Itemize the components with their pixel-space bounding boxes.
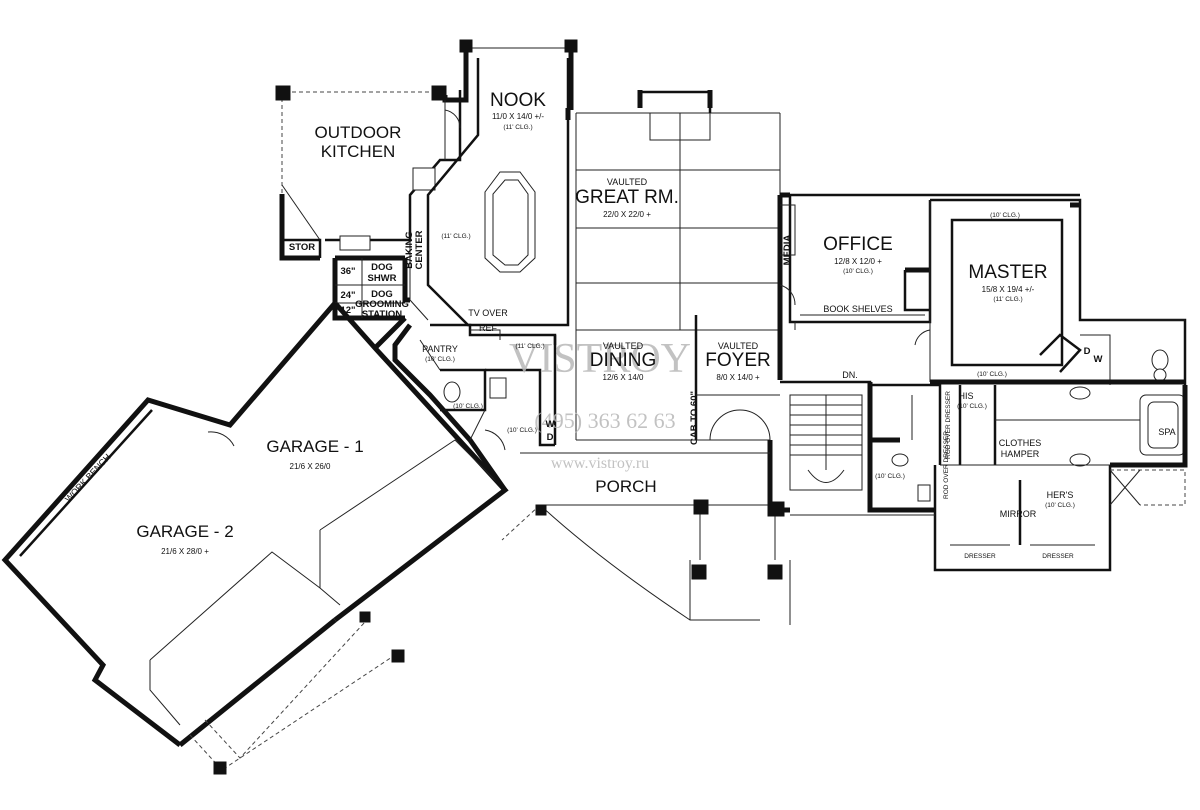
- nook-post: [459, 39, 473, 53]
- pantry-ceiling: (10' CLG.): [425, 356, 455, 363]
- foyer-label: FOYER: [705, 350, 770, 371]
- nook-dims: 11/0 X 14/0 +/-: [492, 112, 544, 121]
- dining-vaulted: VAULTED: [603, 341, 644, 351]
- book-shelves-label: BOOK SHELVES: [823, 304, 892, 314]
- pantry-label: PANTRY: [422, 344, 458, 354]
- his-label: HIS: [958, 391, 973, 401]
- hall-washer: W: [546, 419, 555, 430]
- kitchen-ceiling: (11' CLG.): [441, 233, 470, 240]
- service-walls: [373, 316, 557, 492]
- garage-1-label: GARAGE - 1: [266, 437, 363, 456]
- office-label: OFFICE: [823, 234, 893, 255]
- garage-2-dims: 21/6 X 28/0 +: [161, 547, 209, 556]
- master-ceiling-top: (10' CLG.): [990, 212, 1020, 219]
- office-walls: [779, 192, 1080, 330]
- nook-label: NOOK: [490, 90, 546, 111]
- stor-label: STOR: [289, 242, 315, 253]
- dog-grooming-size: 24": [340, 290, 355, 301]
- baking-center-label: BAKING: [404, 231, 415, 268]
- garage-post: [391, 649, 405, 663]
- porch-column: [767, 564, 783, 580]
- wc-ceiling: (10' CLG.): [875, 473, 905, 480]
- dining-dims: 12/6 X 14/0: [603, 373, 644, 382]
- hers-ceiling: (10' CLG.): [1045, 502, 1075, 509]
- dining-label: DINING: [590, 350, 657, 371]
- his-ceiling: (10' CLG.): [957, 403, 987, 410]
- dog-grooming-label-3: STATION: [362, 309, 402, 320]
- garage-post: [213, 761, 227, 775]
- dog-shower-label: DOG: [371, 262, 393, 273]
- work-bench-label: WORK BENCH: [63, 452, 113, 504]
- porch-post: [535, 504, 547, 516]
- baking-center-label-2: CENTER: [414, 230, 425, 269]
- dog-grooming-size-2: 12": [340, 305, 355, 316]
- nook-ceiling: (11' CLG.): [503, 124, 532, 131]
- laundry-ceiling: (11' CLG.): [515, 343, 544, 350]
- ref-label: REF: [479, 323, 498, 333]
- rod-over-dresser-bottom: ROD OVER DRESSER: [943, 431, 950, 499]
- dog-grooming-label: DOG: [371, 289, 393, 300]
- master-walls: [914, 198, 1187, 385]
- bath-washer: W: [1094, 354, 1103, 365]
- outdoor-kitchen-label: OUTDOOR: [315, 123, 402, 142]
- dresser-label-2: DRESSER: [1042, 553, 1074, 560]
- hers-label: HER'S: [1047, 490, 1074, 500]
- media-label: MEDIA: [782, 235, 793, 266]
- tv-over-label: TV OVER: [468, 308, 508, 318]
- clothes-hamper-label: CLOTHES: [999, 438, 1042, 448]
- mirror-label: MIRROR: [1000, 509, 1037, 519]
- nook-post: [564, 39, 578, 53]
- outdoor-kitchen-walls: [279, 90, 462, 261]
- rod-over-dresser-top: ROD OVER DRESSER: [945, 391, 952, 459]
- garage-post: [359, 611, 371, 623]
- porch-label: PORCH: [595, 477, 656, 496]
- porch-column: [693, 499, 709, 515]
- watermark-logo: VISTROY: [509, 336, 691, 382]
- living-walls: [553, 90, 783, 445]
- clothes-hamper-label-2: HAMPER: [1001, 449, 1040, 459]
- garage-1-dims: 21/6 X 26/0: [290, 462, 331, 471]
- cab-label: CAB TO 60": [689, 391, 700, 445]
- dog-area-walls: [332, 258, 405, 321]
- stairs-down-label: DN.: [842, 370, 858, 380]
- staircase: [767, 330, 872, 513]
- dresser-label-1: DRESSER: [964, 553, 996, 560]
- porch: [501, 452, 935, 625]
- kitchen-walls: [402, 47, 574, 327]
- hall-dryer: D: [547, 432, 554, 443]
- foyer-dims: 8/0 X 14/0 +: [716, 373, 760, 382]
- office-ceiling: (10' CLG.): [843, 268, 873, 275]
- office-dims: 12/8 X 12/0 +: [834, 257, 882, 266]
- master-ceiling: (11' CLG.): [993, 296, 1022, 303]
- powder-ceiling: (10' CLG.): [453, 403, 483, 410]
- watermark-phone: (495) 363 62 63: [534, 408, 675, 433]
- master-ceiling-bottom: (10' CLG.): [977, 371, 1007, 378]
- master-label: MASTER: [968, 262, 1047, 283]
- master-dims: 15/8 X 19/4 +/-: [982, 285, 1035, 294]
- dog-shower-label-2: SHWR: [367, 273, 396, 284]
- hall-ceiling: (10' CLG.): [507, 427, 537, 434]
- dog-shower-size: 36": [340, 266, 355, 277]
- great-room-dims: 22/0 X 22/0 +: [603, 210, 651, 219]
- bath-dryer: D: [1084, 346, 1091, 357]
- watermark-site: www.vistroy.ru: [551, 455, 649, 472]
- master-bath-walls: [867, 382, 1188, 572]
- porch-column: [767, 501, 785, 517]
- great-room-vaulted: VAULTED: [607, 177, 648, 187]
- foyer-vaulted: VAULTED: [718, 341, 759, 351]
- outdoor-kitchen-label-2: KITCHEN: [321, 142, 396, 161]
- great-room-label: GREAT RM.: [575, 187, 679, 208]
- garage-2-label: GARAGE - 2: [136, 522, 233, 541]
- dog-grooming-label-2: GROOMING: [355, 299, 409, 310]
- porch-column: [691, 564, 707, 580]
- spa-label: SPA: [1158, 427, 1175, 437]
- patio-post: [275, 85, 291, 101]
- garage-walls: [1, 301, 509, 771]
